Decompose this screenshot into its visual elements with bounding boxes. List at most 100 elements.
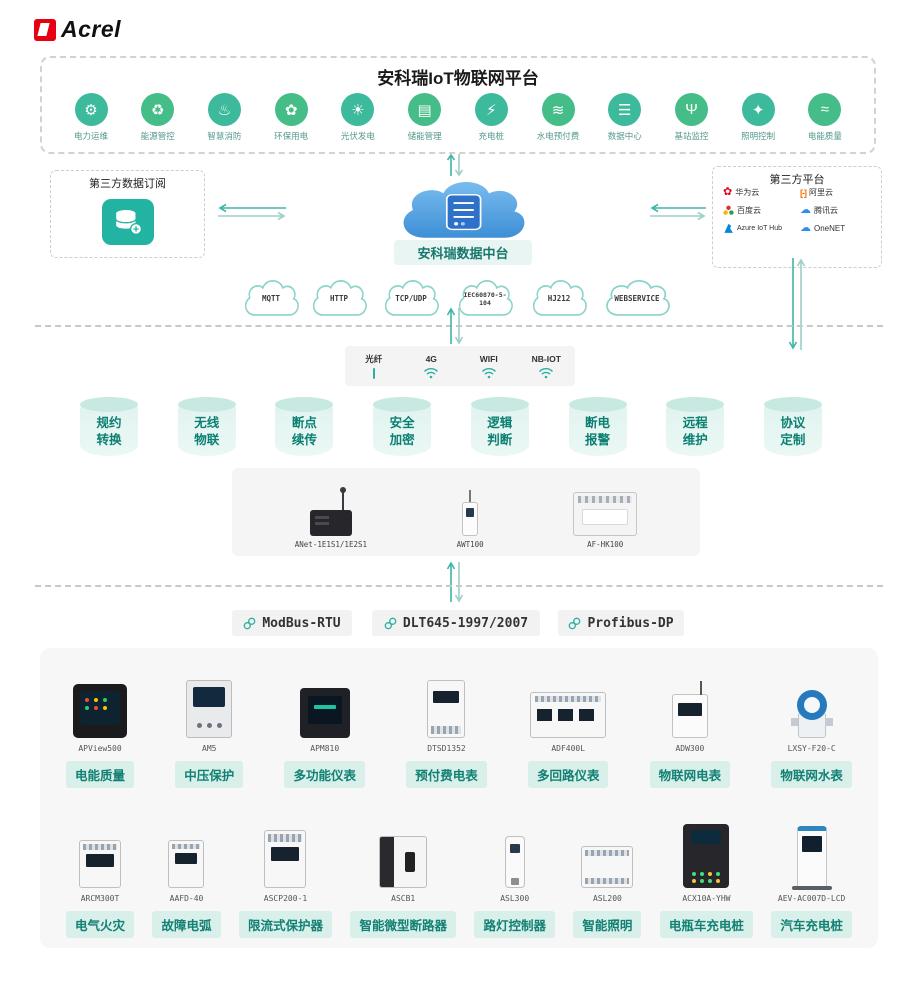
device-model: ASL300 [500, 894, 530, 903]
subscription-box-title: 第三方数据订阅 [89, 178, 166, 190]
bus-protocol-label: ModBus-RTU [262, 615, 341, 631]
device-category-tag: 电能质量 [66, 761, 135, 788]
device-arcm300t: ARCM300T 电气火灾 [66, 822, 135, 938]
eco-power-icon: ✿ [274, 93, 308, 126]
aliyun-icon: [-] [800, 187, 807, 198]
device-model: ADF400L [551, 744, 586, 753]
app-label: 水电预付费 [536, 131, 580, 141]
anet-gateway-graphic [309, 487, 352, 536]
app-label: 基站监控 [674, 131, 709, 141]
conn-fiber: 光纤 [345, 346, 403, 386]
device-category-tag: 汽车充电桩 [771, 911, 852, 938]
gateway-awt100: AWT100 [457, 476, 484, 549]
provider-name: 腾讯云 [814, 206, 838, 215]
app-glyph: ♻ [150, 101, 165, 119]
dashed-divider [35, 585, 883, 587]
feature-label: 逻辑判断 [487, 416, 513, 447]
leftright-arrows-icon [650, 203, 706, 221]
app-glyph: ⚡ [486, 101, 497, 119]
feature-cylinder: 断点续传 [275, 397, 334, 456]
device-dtsd1352: DTSD1352 预付费电表 [406, 672, 487, 788]
data-hub-cloud-icon [403, 181, 525, 238]
updown-arrows-icon [446, 561, 464, 603]
cloud-outline-icon [244, 280, 299, 316]
afhk100-gateway-graphic [573, 492, 638, 536]
baidu-cloud-icon [723, 205, 734, 215]
acrel-logo: Acrel [34, 16, 121, 43]
energy-mgmt-icon: ♻ [141, 93, 175, 126]
platform-apps-row: ⚙电力运维 ♻能源管控 ♨智慧消防 ✿环保用电 ☀光伏发电 ▤储能管理 ⚡充电桩… [42, 89, 874, 142]
protocol-cloud-tcpudp: TCP/UDP [378, 276, 444, 320]
provider-name: 阿里云 [809, 188, 833, 197]
gateway-anet: ANet-1E1S1/1E2S1 [295, 476, 367, 549]
protocol-cloud-webservice: WEBSERVICE [598, 276, 676, 320]
connectivity-bar: 光纤 4G WIFI NB-IOT [345, 346, 575, 386]
app-glyph: ⚙ [84, 101, 98, 119]
device-model: AM5 [202, 744, 217, 753]
provider-huawei: ✿华为云 [723, 187, 798, 198]
ascp200-graphic [264, 830, 307, 888]
app-prepaid: ≋ 水电预付费 [525, 93, 591, 142]
conn-label: WIFI [479, 353, 498, 364]
updown-arrows-icon [788, 258, 806, 350]
fiber-icon [372, 368, 375, 379]
device-am5: AM5 中压保护 [175, 672, 244, 788]
iot-platform-box: 安科瑞IoT物联网平台 ⚙电力运维 ♻能源管控 ♨智慧消防 ✿环保用电 ☀光伏发… [40, 56, 876, 154]
app-label: 电能质量 [807, 131, 842, 141]
acx10a-charger-graphic [683, 824, 730, 888]
platform-box-title: 第三方平台 [769, 174, 825, 186]
app-glyph: ≋ [551, 101, 565, 119]
app-label: 智慧消防 [207, 131, 242, 141]
charging-pile-icon: ⚡ [474, 93, 508, 126]
provider-azure: Azure IoT Hub [723, 223, 798, 234]
device-model: AAFD-40 [169, 894, 204, 903]
apm810-graphic [299, 688, 350, 738]
asl200-graphic [581, 846, 634, 888]
device-model: ASL200 [592, 894, 622, 903]
feature-label: 无线物联 [194, 416, 220, 447]
onenet-icon: ☁ [800, 222, 811, 234]
feature-label: 安全加密 [389, 416, 415, 447]
feature-cylinder: 远程维护 [666, 397, 725, 456]
protocol-cloud-mqtt: MQTT [238, 276, 304, 320]
provider-tencent: ☁腾讯云 [800, 205, 875, 216]
device-category-tag: 智能微型断路器 [350, 911, 456, 938]
feature-cylinder: 逻辑判断 [470, 397, 529, 456]
huawei-cloud-icon: ✿ [723, 186, 733, 198]
provider-name: 华为云 [735, 188, 760, 197]
prepaid-icon: ≋ [541, 93, 575, 126]
water-meter-graphic [790, 690, 834, 738]
gateway-features-row: 规约转换 无线物联 断点续传 安全加密 逻辑判断 断电报警 远程维护 协议定制 [80, 397, 822, 456]
provider-onenet: ☁OneNET [800, 223, 875, 234]
protocol-label: IEC60870-5-104 [463, 291, 507, 308]
third-party-platform-box: 第三方平台 ✿华为云 [-]阿里云 百度云 ☁腾讯云 Azure IoT Hub… [712, 166, 882, 268]
wifi-icon [539, 367, 554, 378]
app-solar: ☀光伏发电 [325, 93, 391, 142]
acrel-logo-text: Acrel [61, 16, 122, 42]
app-label: 照明控制 [741, 131, 776, 141]
device-category-tag: 电瓶车充电桩 [659, 911, 753, 938]
app-label: 环保用电 [274, 131, 309, 141]
device-category-tag: 物联网水表 [771, 761, 852, 788]
updown-arrows-icon [446, 307, 464, 345]
app-power-quality: ≈电能质量 [792, 93, 858, 142]
device-category-tag: 智能照明 [573, 911, 642, 938]
app-label: 光伏发电 [340, 131, 375, 141]
device-category-tag: 中压保护 [175, 761, 244, 788]
leftright-arrows-icon [218, 203, 286, 221]
device-category-tag: 多功能仪表 [284, 761, 365, 788]
device-aafd40: AAFD-40 故障电弧 [152, 822, 221, 938]
cloud-outline-icon [458, 280, 513, 316]
app-power-ops: ⚙电力运维 [58, 93, 124, 142]
app-glyph: Ψ [685, 101, 698, 118]
app-lighting: ✦照明控制 [725, 93, 791, 142]
cloud-outline-icon [532, 280, 587, 316]
conn-label: NB-IOT [531, 353, 561, 364]
app-fire-safety: ♨智慧消防 [191, 93, 257, 142]
feature-cylinder: 规约转换 [80, 397, 138, 456]
conn-wifi: WIFI [460, 346, 518, 386]
protocol-label: HJ212 [547, 294, 571, 304]
app-energy-mgmt: ♻能源管控 [125, 93, 191, 142]
feature-cylinder: 断电报警 [568, 397, 627, 456]
base-station-icon: Ψ [674, 93, 708, 126]
